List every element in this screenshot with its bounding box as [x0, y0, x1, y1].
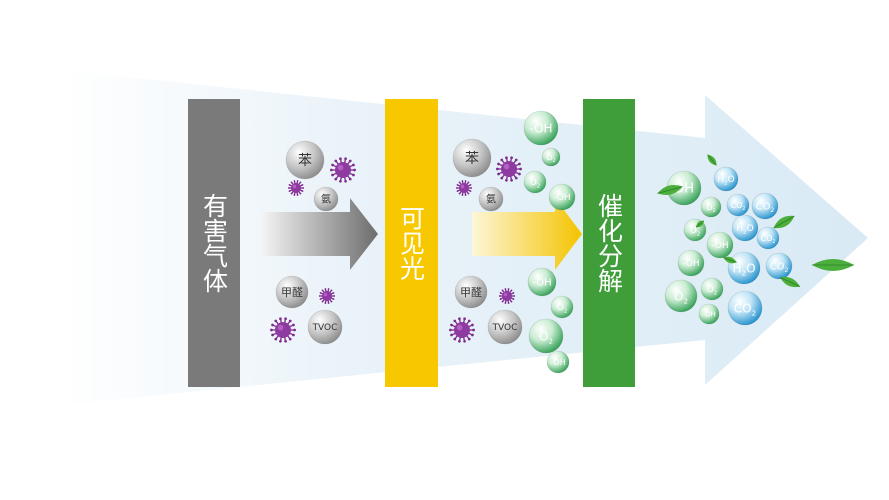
oxygen-molecule-text: O2: [707, 285, 718, 296]
oxygen-molecule: O2: [541, 147, 561, 167]
virus-icon: [449, 317, 475, 343]
panel-harmful-gas-label: 有害气体: [200, 193, 229, 293]
oxygen-molecule-text: O2: [530, 178, 541, 189]
formaldehyde-molecule: 甲醛: [454, 275, 488, 309]
leaf-icon: [723, 256, 737, 264]
co2-molecule-text: CO2: [731, 201, 746, 212]
co2-molecule: CO2: [726, 193, 750, 217]
formaldehyde-molecule-text: 甲醛: [460, 285, 482, 299]
water-molecule-text: H2O: [717, 175, 734, 186]
virus-icon: [496, 156, 522, 182]
hydroxyl-molecule-text: -OH: [702, 311, 716, 319]
hydroxyl-molecule: -OH: [523, 110, 559, 146]
ammonia-molecule-text: 氨: [486, 193, 496, 206]
formaldehyde-molecule-text: 甲醛: [281, 285, 303, 299]
background-flow-arrow: [60, 70, 868, 405]
leaf-icon: [695, 220, 705, 228]
hydroxyl-molecule: -OH: [706, 231, 734, 259]
benzene-molecule: 苯: [285, 140, 325, 180]
oxygen-molecule-text: O2: [557, 303, 568, 314]
oxygen-molecule-text: O2: [546, 153, 555, 164]
gray-flow-arrow: [262, 198, 378, 270]
co2-molecule-text: CO2: [756, 202, 775, 215]
virus-icon: [498, 288, 516, 304]
virus-icon: [287, 180, 305, 196]
hydroxyl-molecule: -OH: [546, 350, 570, 374]
oxygen-molecule-text: O2: [706, 203, 715, 214]
benzene-molecule-text: 苯: [465, 150, 479, 167]
oxygen-molecule: O2: [550, 295, 574, 319]
tvoc-molecule: TVOC: [487, 309, 523, 345]
oxygen-molecule-text: O2: [539, 329, 553, 345]
water-molecule: H2O: [713, 166, 739, 192]
panel-harmful-gas: [188, 99, 240, 387]
yellow-light-arrow: [472, 198, 582, 270]
hydroxyl-molecule: -OH: [527, 267, 557, 297]
co2-molecule: CO2: [756, 226, 780, 250]
panel-visible-light: [385, 99, 438, 387]
tvoc-molecule-text: TVOC: [312, 323, 338, 333]
hydroxyl-molecule: -OH: [677, 249, 705, 277]
virus-icon: [270, 317, 296, 343]
hydroxyl-molecule: -OH: [548, 183, 576, 211]
panel-catalytic-decomposition-label: 催化分解: [595, 193, 624, 293]
co2-molecule-text: CO2: [770, 262, 789, 275]
panel-visible-light-label: 可见光: [397, 206, 426, 281]
panel-catalytic-decomposition: [583, 99, 635, 387]
oxygen-molecule-text: O2: [690, 226, 701, 237]
hydroxyl-molecule-text: OH: [674, 182, 694, 197]
co2-molecule: CO2: [727, 290, 763, 326]
hydroxyl-molecule-text: -OH: [553, 193, 570, 203]
oxygen-molecule: O2: [523, 170, 547, 194]
ammonia-molecule-text: 氨: [321, 193, 331, 206]
hydroxyl-molecule-text: -OH: [550, 358, 565, 367]
oxygen-molecule: O2: [700, 277, 724, 301]
water-molecule: H2O: [731, 214, 759, 242]
ammonia-molecule: 氨: [313, 186, 339, 212]
co2-molecule-text: CO2: [761, 234, 776, 245]
leaf-icon: [812, 259, 854, 271]
hydroxyl-molecule-text: -OH: [532, 278, 551, 289]
tvoc-molecule-text: TVOC: [492, 323, 518, 333]
benzene-molecule: 苯: [452, 138, 492, 178]
co2-molecule-text: CO2: [734, 301, 756, 317]
oxygen-molecule-text: O2: [674, 289, 688, 305]
leaf-icon: [773, 215, 795, 229]
hydroxyl-molecule-text: -OH: [711, 241, 728, 251]
virus-icon: [330, 157, 356, 183]
co2-molecule: CO2: [765, 252, 793, 280]
hydroxyl-molecule: -OH: [698, 303, 720, 325]
virus-icon: [455, 180, 473, 196]
tvoc-molecule: TVOC: [307, 309, 343, 345]
water-molecule-text: H2O: [732, 261, 755, 277]
hydroxyl-molecule-text: -OH: [682, 259, 699, 269]
benzene-molecule-text: 苯: [298, 152, 312, 169]
water-molecule: H2O: [727, 251, 761, 285]
leaf-icon: [657, 185, 683, 195]
formaldehyde-molecule: 甲醛: [275, 275, 309, 309]
oxygen-molecule: O2: [528, 318, 564, 354]
ammonia-molecule: 氨: [478, 186, 504, 212]
co2-molecule: CO2: [751, 192, 779, 220]
hydroxyl-molecule-text: -OH: [529, 121, 552, 135]
leaf-icon: [779, 276, 801, 288]
oxygen-molecule: O2: [664, 279, 698, 313]
water-molecule-text: H2O: [736, 224, 753, 235]
oxygen-molecule: O2: [700, 196, 722, 218]
virus-icon: [318, 288, 336, 304]
leaf-icon: [707, 154, 717, 166]
